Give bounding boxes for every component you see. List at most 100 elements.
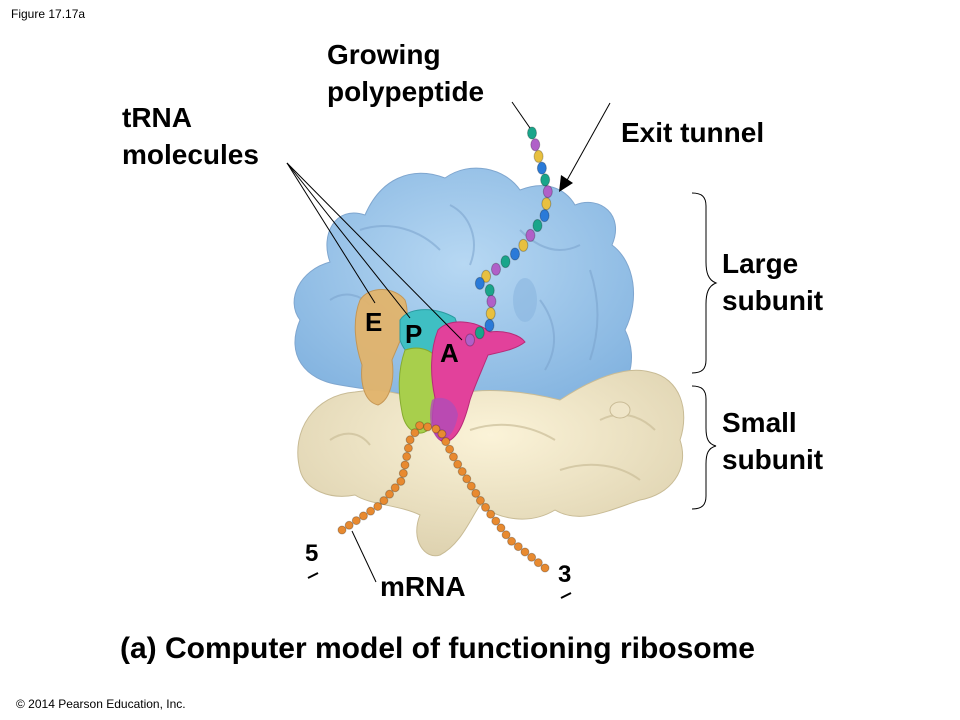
bead (445, 444, 455, 454)
three-prime-mark (560, 592, 572, 599)
bead (541, 197, 552, 211)
a-site-label: A (440, 338, 459, 368)
bead (540, 173, 551, 187)
bead (533, 149, 544, 163)
bead (484, 283, 495, 297)
bead (501, 530, 511, 540)
bead (540, 563, 550, 573)
bead (525, 228, 536, 242)
bead (466, 481, 476, 491)
bead (474, 326, 485, 340)
small-subunit-shape (297, 369, 685, 557)
bead (448, 452, 458, 462)
bead (496, 523, 506, 533)
bead (385, 489, 395, 499)
p-site-label: P (405, 319, 423, 349)
growing-polypeptide-label-line2: polypeptide (327, 76, 485, 107)
trna-molecules-label: tRNA molecules (122, 99, 259, 173)
bead (423, 422, 433, 432)
figure-caption: (a) Computer model of functioning riboso… (120, 632, 755, 665)
bead (441, 437, 451, 447)
bead (486, 509, 496, 519)
bead (437, 429, 447, 439)
bead (366, 506, 376, 516)
bead (539, 209, 550, 223)
bead (403, 443, 413, 453)
exit-tunnel-label: Exit tunnel (621, 117, 765, 148)
trna-leader-line-a (286, 162, 463, 341)
bead (484, 318, 495, 332)
large-subunit-label-line1: Large (722, 248, 799, 279)
bead (337, 525, 347, 535)
three-prime-end-label: 3 (558, 561, 572, 588)
bead (533, 558, 543, 568)
bead (351, 516, 361, 526)
bead (358, 511, 368, 521)
growing-polypeptide-label: Growing polypeptide (327, 36, 484, 110)
bead (405, 435, 415, 445)
figure-number: Figure 17.17a (11, 7, 86, 21)
small-subunit-label-line1: Small (722, 407, 797, 438)
small-subunit-brace (691, 385, 717, 510)
large-subunit-label: Large subunit (722, 245, 823, 319)
bead (542, 185, 553, 199)
bead (398, 468, 408, 478)
bead (532, 219, 543, 233)
large-subunit-label-line2: subunit (722, 285, 824, 316)
bead (481, 502, 491, 512)
bead (465, 333, 475, 347)
bead (410, 428, 420, 438)
bead (390, 483, 400, 493)
mrna-leader-line (351, 530, 377, 583)
small-subunit-label-line2: subunit (722, 444, 824, 475)
trna-e-site-shape (354, 289, 408, 406)
mrna-label: mRNA (380, 571, 466, 602)
bead (396, 476, 406, 486)
bead (507, 536, 517, 546)
bead (400, 460, 410, 470)
growing-polypeptide-chain (465, 126, 553, 347)
trna-label-line1: tRNA (122, 102, 192, 133)
bead (491, 516, 501, 526)
exit-tunnel-arrowhead (559, 175, 573, 192)
bead (500, 255, 511, 269)
bead (486, 294, 497, 308)
exit-tunnel-arrow-line (565, 102, 611, 183)
bead (402, 452, 412, 462)
bead (481, 269, 492, 283)
bead (527, 126, 537, 140)
bead (344, 520, 354, 530)
bead (415, 421, 425, 431)
bead (475, 496, 485, 506)
bead (474, 276, 485, 290)
trna-leader-line-e (286, 162, 376, 304)
five-prime-end-label: 5 (305, 540, 319, 567)
bead (527, 552, 537, 562)
small-subunit-label: Small subunit (722, 404, 823, 478)
trna-leader-line-p (286, 162, 411, 319)
bead (536, 161, 547, 175)
e-site-label: E (365, 307, 383, 337)
bead (453, 459, 463, 469)
bead (530, 138, 541, 152)
five-prime-mark (307, 572, 319, 579)
trna-label-line2: molecules (122, 139, 259, 170)
bead (431, 424, 441, 434)
bead (520, 547, 530, 557)
bead (513, 542, 523, 552)
bead (471, 488, 481, 498)
bead (490, 262, 501, 276)
bead (379, 496, 389, 506)
bead (485, 307, 496, 321)
mrna-strand (337, 421, 550, 573)
polypeptide-leader-line (511, 101, 531, 129)
growing-polypeptide-label-line1: Growing (327, 39, 441, 70)
bead (373, 501, 383, 511)
bead (509, 247, 520, 261)
large-subunit-brace (691, 192, 718, 374)
copyright-notice: © 2014 Pearson Education, Inc. (16, 697, 186, 711)
bead (518, 238, 529, 252)
bead (462, 474, 472, 484)
bead (457, 467, 467, 477)
